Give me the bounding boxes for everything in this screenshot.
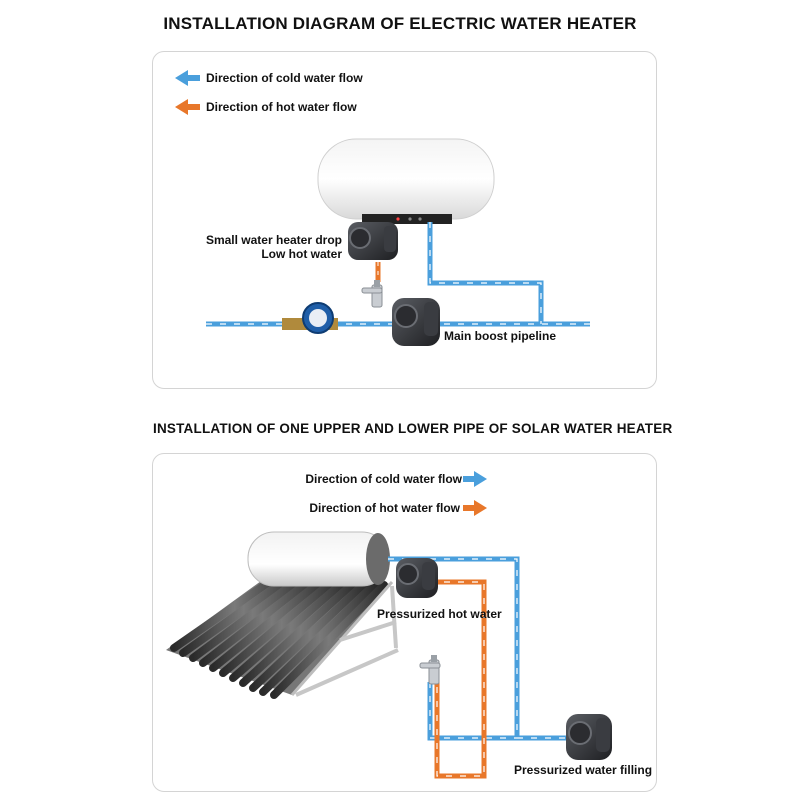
- top-diagram-title: INSTALLATION DIAGRAM OF ELECTRIC WATER H…: [163, 14, 637, 33]
- hot-flow-legend-arrow: [175, 99, 200, 115]
- bottom-diagram-title: INSTALLATION OF ONE UPPER AND LOWER PIPE…: [153, 421, 673, 436]
- water-filling-pump: [566, 714, 612, 760]
- bottom-cold-legend-arrow: [463, 471, 487, 487]
- solar-tank: [247, 531, 390, 587]
- label-main-boost-pipeline: Main boost pipeline: [444, 329, 557, 343]
- faucet-bottom: [419, 655, 441, 685]
- top-legend-cold-label: Direction of cold water flow: [206, 71, 363, 85]
- small-booster-pump: [348, 222, 398, 260]
- bottom-legend-hot-label: Direction of hot water flow: [309, 501, 460, 515]
- solar-booster-pump: [396, 558, 438, 598]
- faucet-top: [361, 280, 383, 308]
- main-boost-pump: [392, 298, 440, 346]
- electric-water-heater-tank: [317, 138, 495, 224]
- solar-stand: [295, 585, 399, 697]
- label-pressurized-water-filling: Pressurized water filling: [514, 763, 653, 777]
- label-small-heater-drop: Small water heater drop: [205, 233, 342, 247]
- top-legend-hot-label: Direction of hot water flow: [206, 100, 357, 114]
- top-pipe-flow-dashes: [206, 222, 590, 325]
- water-meter: [282, 302, 338, 334]
- label-pressurized-hot-water: Pressurized hot water: [377, 607, 502, 621]
- cold-flow-legend-arrow: [175, 70, 200, 86]
- label-low-hot-water: Low hot water: [261, 247, 342, 261]
- bottom-hot-legend-arrow: [463, 500, 487, 516]
- bottom-legend-cold-label: Direction of cold water flow: [305, 472, 462, 486]
